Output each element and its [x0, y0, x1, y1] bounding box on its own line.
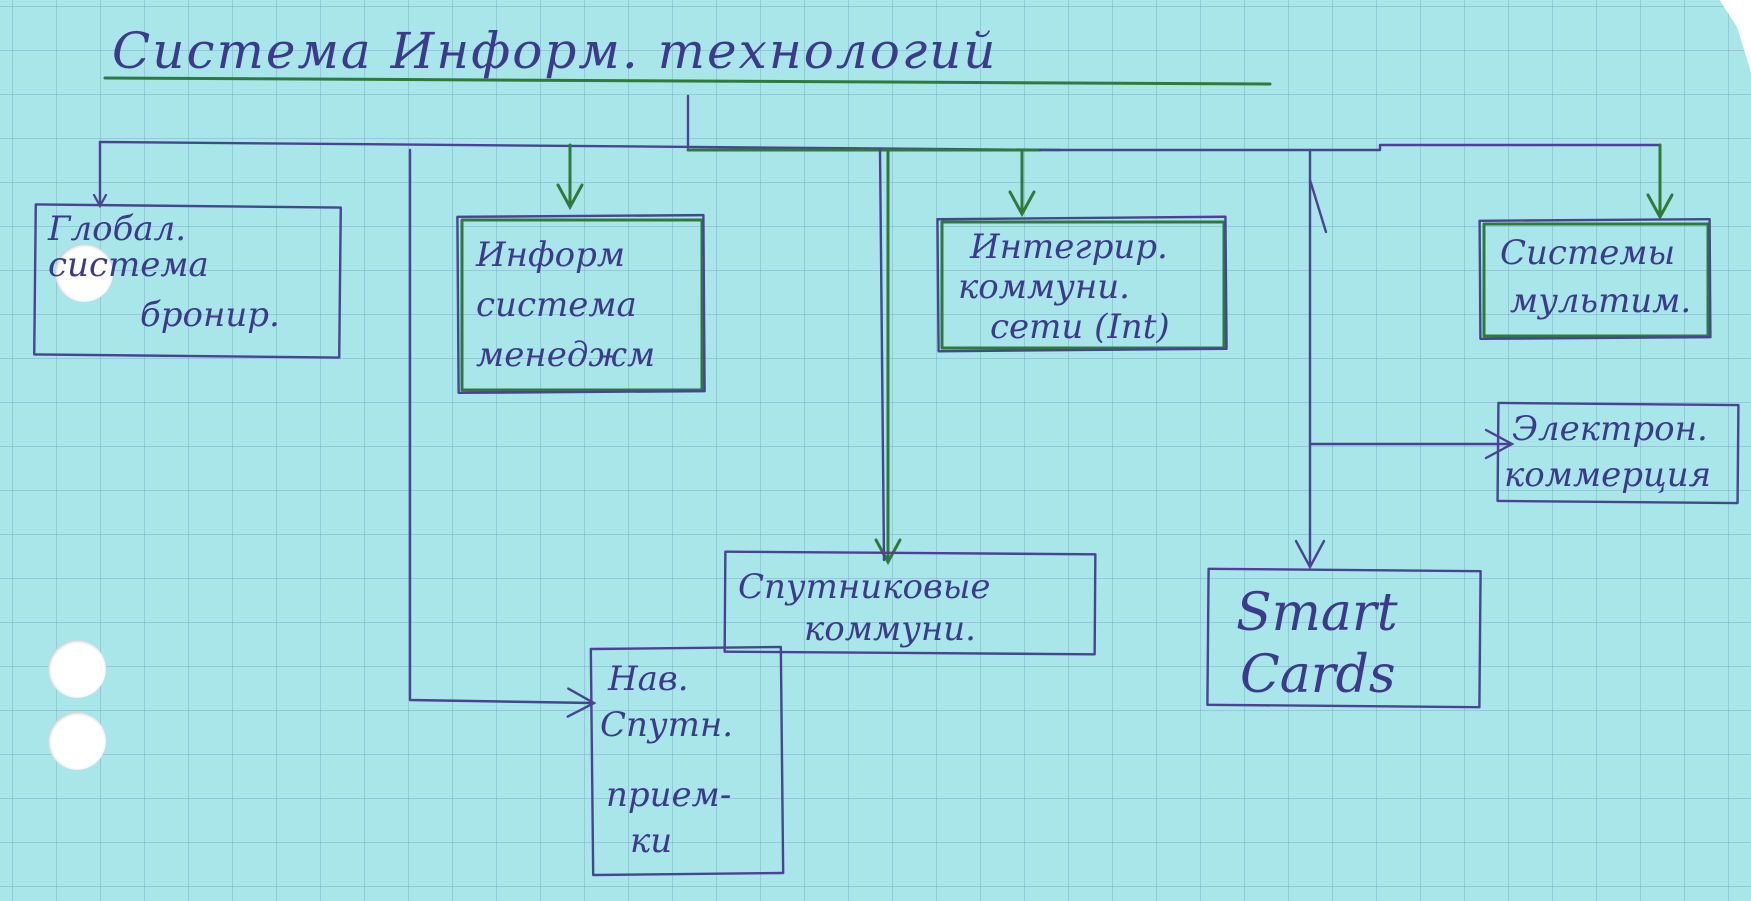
box-global-line1: Глобал. [47, 209, 186, 249]
box-infomgmt-line1: Информ [475, 235, 625, 275]
box-global-line2: система [48, 245, 209, 285]
box-integr-line3: сети (Int) [990, 307, 1170, 347]
box-smartcards-line2: Cards [1240, 645, 1396, 705]
box-multimedia-line2: мультим. [1510, 281, 1691, 321]
box-info-management: Информ система менеджм [456, 213, 706, 395]
box-smart-cards: Smart Cards [1206, 567, 1482, 709]
punch-hole-top [55, 244, 113, 302]
svg-text:Нав. Спутн. пр: Нав. Спутн. прием- ки [600, 659, 744, 861]
svg-text:Системы мультим.: Системы мультим. [1500, 233, 1691, 321]
box-satellite-nav: Нав. Спутн. прием- ки [589, 645, 785, 877]
box-satcomm-line2: коммуни. [804, 609, 976, 649]
box-integr-line2: коммуни. [958, 267, 1130, 307]
box-multimedia: Системы мультим. [1478, 217, 1712, 341]
box-smartcards-line1: Smart [1236, 583, 1398, 643]
box-ecommerce: Электрон. коммерция [1496, 401, 1740, 505]
box-global-reservation: Глобал. система брониp. [33, 203, 342, 359]
box-satnav-line2: Спутн. [600, 705, 733, 745]
title-underline [103, 76, 1272, 86]
box-integr-line1: Интегрир. [969, 227, 1168, 267]
connector-satellite-nav [408, 148, 597, 718]
punch-hole-middle [48, 640, 106, 698]
box-satcomm-line1: Спутниковые [738, 567, 991, 607]
box-integrated-networks: Интегрир. коммуни. сети (Int) [936, 215, 1228, 353]
box-infomgmt-line3: менеджм [476, 335, 655, 375]
diagram-title: Система Информ. технологий [112, 22, 998, 80]
svg-text:Электрон. коммерция: Электрон. коммерция [1504, 409, 1719, 495]
box-satnav-line3: прием- [606, 775, 731, 815]
box-satellite-comm: Спутниковые коммуни. [723, 550, 1097, 656]
box-satnav-line1: Нав. [607, 659, 689, 699]
connector-smartcards-tick [1308, 178, 1328, 234]
box-global-line3: брониp. [140, 295, 280, 335]
box-satnav-line4: ки [630, 821, 672, 861]
box-multimedia-line1: Системы [1500, 233, 1675, 273]
connector-satellite-comm-shadow [878, 148, 886, 562]
svg-text:Интегрир. коммуни.: Интегрир. коммуни. сети (Int) [958, 227, 1179, 347]
svg-text:Глобал. система: Глобал. система брониp. [47, 209, 280, 335]
svg-text:Спутниковые коммуни.: Спутниковые коммуни. [738, 567, 1001, 649]
box-ecommerce-line2: коммерция [1504, 455, 1711, 495]
punch-hole-bottom [48, 712, 106, 770]
svg-text:Информ система: Информ система менеджм [475, 235, 655, 375]
box-infomgmt-line2: система [476, 285, 637, 325]
bus-line-right [1038, 143, 1662, 152]
box-ecommerce-line1: Электрон. [1512, 409, 1708, 449]
svg-text:Smart Cards: Smart Cards [1236, 583, 1414, 705]
